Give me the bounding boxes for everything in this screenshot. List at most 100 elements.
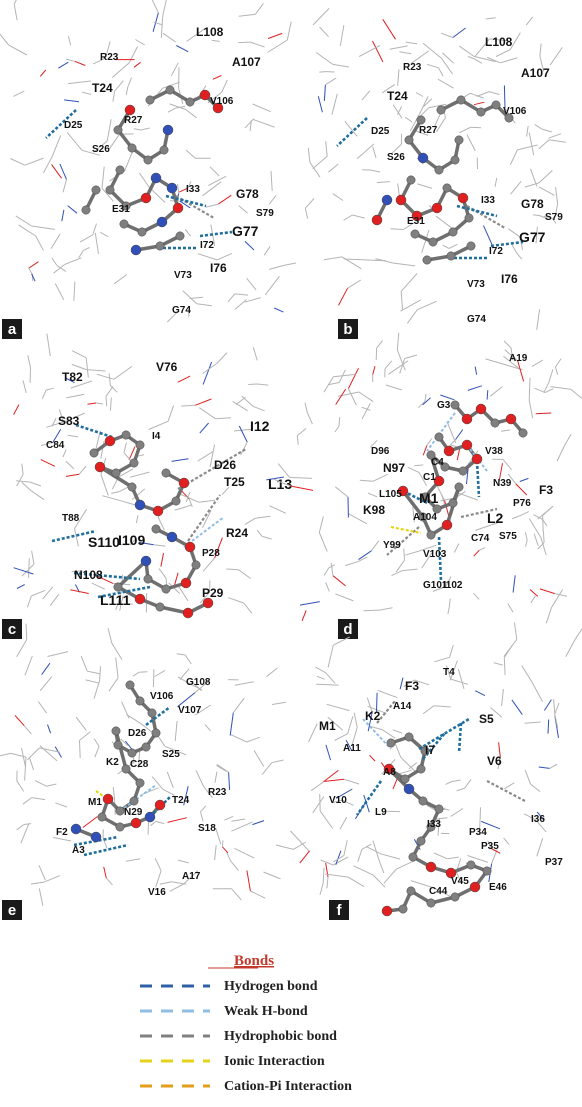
residue-bond [318, 516, 324, 533]
residue-bond [102, 495, 121, 502]
residue-bond [54, 283, 65, 301]
residue-label: I102 [443, 580, 463, 591]
ligand-atom [161, 468, 171, 478]
residue-bond [372, 840, 380, 859]
ligand-atom [434, 432, 444, 442]
residue-bond [179, 493, 199, 503]
residue-bond [379, 607, 393, 611]
residue-bond [503, 355, 520, 370]
residue-bond [554, 203, 559, 218]
residue-bond [403, 223, 413, 230]
residue-bond [372, 473, 389, 482]
residue-bond [330, 562, 334, 576]
ligand-atom [124, 104, 136, 116]
residue-bond [510, 347, 514, 361]
residue-bond [74, 60, 86, 66]
residue-bond [422, 42, 442, 59]
residue-bond [153, 544, 166, 547]
residue-bond [400, 273, 418, 292]
residue-bond [171, 458, 189, 462]
residue-bond [447, 856, 459, 860]
residue-bond [320, 859, 334, 866]
residue-bond [528, 132, 535, 156]
ligand-atom [440, 462, 450, 472]
ligand-atom [433, 475, 445, 487]
residue-bond [442, 52, 455, 64]
residue-bond [422, 397, 431, 406]
residue-label: N29 [124, 807, 143, 818]
residue-wireframe-f [290, 622, 582, 897]
residue-bond [298, 840, 311, 853]
residue-bond [538, 766, 550, 769]
residue-bond [381, 729, 396, 739]
residue-bond [92, 223, 97, 235]
residue-bond [184, 229, 192, 237]
residue-bond [296, 435, 299, 445]
residue-bond [252, 405, 265, 412]
residue-bond [39, 747, 61, 753]
residue-bond [489, 386, 503, 397]
residue-bond [315, 52, 334, 65]
residue-bond [511, 244, 518, 254]
residue-bond [539, 588, 555, 595]
residue-bond [545, 607, 553, 624]
residue-bond [64, 99, 80, 103]
residue-bond [271, 759, 284, 764]
residue-label: A104 [413, 512, 437, 523]
residue-label: E31 [112, 204, 130, 215]
residue-bond [148, 420, 169, 430]
residue-bond [188, 498, 193, 507]
residue-bond [407, 466, 420, 473]
residue-bond [367, 712, 373, 732]
ligand-atom [182, 607, 194, 619]
residue-bond [332, 575, 346, 587]
ligand-atom [97, 812, 107, 822]
residue-bond [283, 262, 296, 266]
residue-bond [525, 16, 534, 26]
residue-bond [49, 593, 60, 606]
residue-bond [539, 55, 545, 72]
residue-bond [93, 140, 108, 153]
ligand-atom [140, 192, 152, 204]
residue-bond [389, 45, 408, 50]
ligand-atom [165, 85, 175, 95]
residue-bond [257, 383, 269, 386]
residue-label: M1 [419, 490, 439, 506]
ligand-atom [403, 783, 415, 795]
residue-bond [256, 529, 263, 537]
residue-bond [397, 105, 403, 115]
residue-bond [473, 549, 480, 557]
residue-bond [221, 79, 228, 93]
residue-bond [125, 858, 141, 862]
weak-h-bond [119, 784, 157, 812]
residue-bond [230, 860, 239, 871]
residue-bond [199, 591, 210, 604]
residue-bond [74, 528, 79, 547]
residue-bond [179, 668, 190, 680]
residue-bond [27, 747, 40, 761]
residue-bond [228, 597, 244, 604]
residue-bond [24, 655, 33, 676]
residue-bond [244, 241, 255, 251]
residue-label: D96 [371, 446, 390, 457]
residue-bond [234, 681, 254, 686]
residue-bond [466, 134, 476, 152]
ligand-atom [121, 764, 131, 774]
residue-bond [167, 107, 176, 113]
residue-bond [216, 763, 229, 773]
residue-label: L111 [100, 592, 131, 608]
residue-bond [299, 850, 310, 864]
residue-bond [517, 144, 538, 151]
residue-bond [474, 58, 483, 64]
residue-bond [508, 228, 522, 239]
residue-bond [404, 354, 418, 359]
ligand-atom [404, 135, 414, 145]
residue-bond [392, 104, 403, 119]
residue-bond [119, 486, 130, 493]
residue-bond [306, 412, 313, 425]
residue-bond [433, 705, 451, 708]
residue-bond [383, 868, 397, 884]
residue-bond [344, 561, 359, 567]
ligand-atom [143, 574, 153, 584]
residue-bond [51, 164, 63, 179]
